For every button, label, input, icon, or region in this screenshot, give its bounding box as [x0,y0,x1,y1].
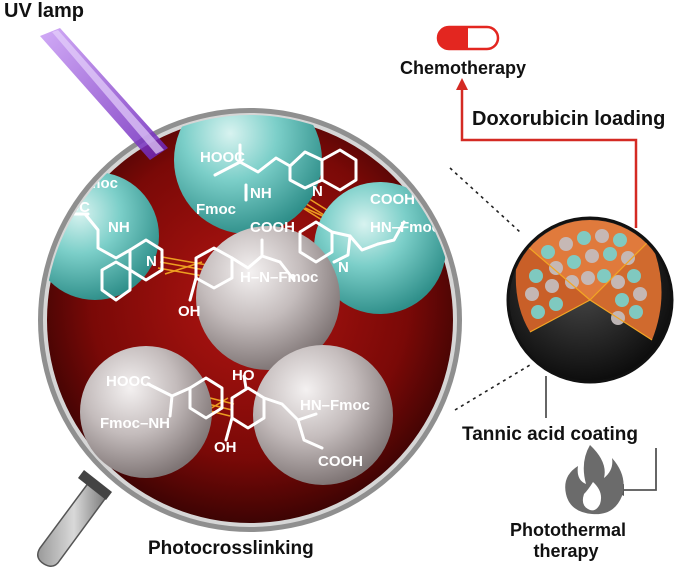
chem-label-oh: OH [214,439,237,456]
doxorubicin-loading-label: Doxorubicin loading [472,108,666,130]
peptide-sphere-grey [80,346,212,478]
chem-label-cooh: COOH [250,219,295,236]
chem-label-hooc: HOOC [106,373,151,390]
photothermal-therapy-label: Photothermal therapy [510,520,627,562]
nanoparticle [506,216,674,384]
tannic-acid-coating-label: Tannic acid coating [462,424,638,445]
chem-label-fmoc-nh: Fmoc–NH [100,415,170,432]
capsule-icon [436,25,500,51]
peptide-sphere-grey [253,345,393,485]
magnifier-handle [37,470,112,567]
uv-lamp-beam [40,28,168,160]
chem-label-hn-fmoc: HN–Fmoc [370,219,440,236]
zoom-lines [449,167,531,411]
chem-label-hn-fmoc: HN–Fmoc [300,397,370,414]
chem-label-n: N [338,259,349,276]
chem-label-nh: NH [250,185,272,202]
peptide-sphere-teal [314,182,446,314]
chem-label-ho: HO [232,367,255,384]
chem-label-h-n-fmoc: H–N–Fmoc [240,269,318,286]
chem-label-cooh: COOH [370,191,415,208]
chem-label-cooh: COOH [318,453,363,470]
packed-spheres [525,229,647,325]
chem-label-n: N [146,253,157,270]
peptide-sphere-teal [174,115,322,234]
chem-label-hooc: HOOC [200,149,245,166]
chem-label-oh: OH [178,303,201,320]
chem-label-fmoc: Fmoc [196,201,236,218]
flame-icon [565,445,624,515]
doxorubicin-arrow [456,78,638,228]
photocrosslinking-label: Photocrosslinking [148,538,314,559]
chem-label-n: N [312,183,323,200]
chemotherapy-label: Chemotherapy [400,58,527,78]
photothermal-line1: Photothermal [510,520,627,540]
uv-lamp-label: UV lamp [4,0,85,22]
chem-label-nh: NH [108,219,130,236]
photothermal-line2: therapy [533,541,599,561]
molecule-bonds [68,143,406,450]
